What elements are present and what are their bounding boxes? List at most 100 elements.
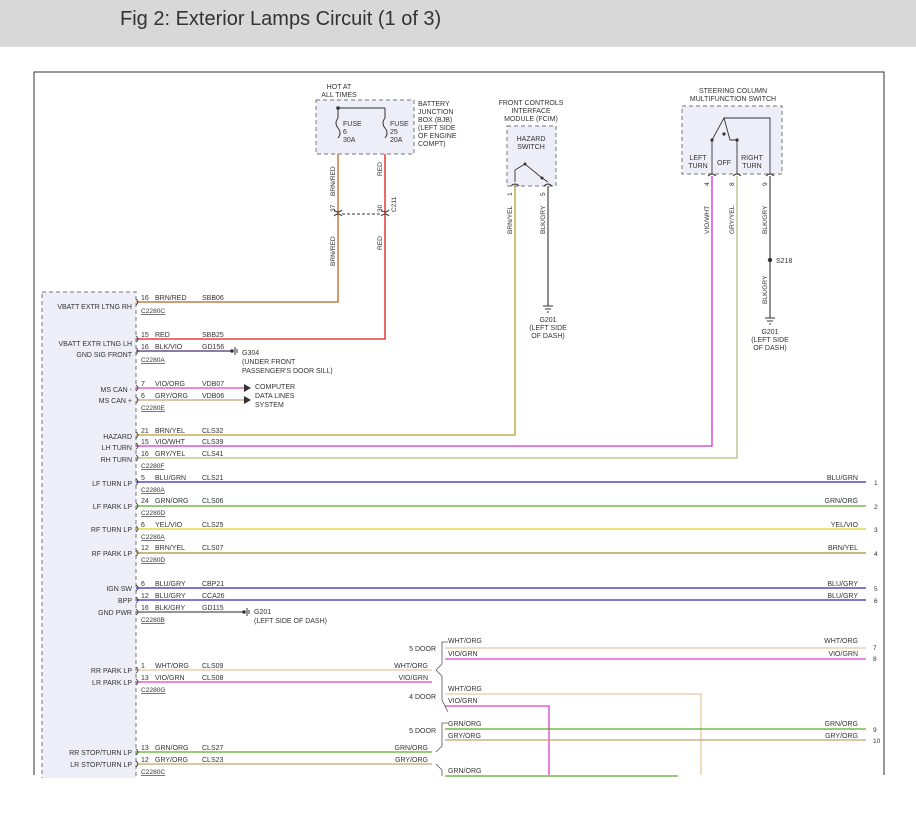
g201-right-label-1: G201 — [761, 329, 778, 336]
page-header: Fig 2: Exterior Lamps Circuit (1 of 3) — [0, 0, 916, 47]
r7-pin: 15 — [141, 439, 149, 446]
right-turn-label-2: TURN — [742, 163, 761, 170]
r3-connector: C2280A — [141, 357, 165, 364]
d4-left-2: VIO/GRN — [448, 698, 478, 705]
d5a-right-1: WHT/ORG — [824, 638, 858, 645]
r14-right-color: BLU/GRY — [827, 593, 858, 600]
r18-circuit: CLS27 — [202, 745, 224, 752]
number-10: 10 — [873, 738, 881, 745]
pin-label-lr-stop-turn-lp: LR STOP/TURN LP — [70, 762, 132, 769]
fuse-25-symbol — [382, 117, 388, 139]
r10-right-color: GRN/ORG — [825, 498, 858, 505]
body-control-module — [41, 291, 137, 783]
bottom-grn-org-label: GRN/ORG — [448, 768, 481, 775]
r11-circuit: CLS25 — [202, 522, 224, 529]
fcim-label-2: INTERFACE — [511, 108, 551, 115]
r9-color: BLU/GRN — [155, 475, 186, 482]
r6-pin: 21 — [141, 428, 149, 435]
r3-pin: 16 — [141, 344, 149, 351]
r12-circuit: CLS07 — [202, 545, 224, 552]
wire-gry-yel — [136, 176, 738, 459]
computer-label-1: COMPUTER — [255, 384, 295, 391]
steering-column-switch — [681, 105, 783, 177]
wire-label-brn-red-top: BRN/RED — [330, 166, 337, 196]
sc-pin-4-label: 4 — [704, 182, 711, 186]
steering-label-2: MULTIFUNCTION SWITCH — [690, 96, 776, 103]
pin-label-ms-can-minus: MS CAN - — [101, 387, 133, 394]
r5-pin: 6 — [141, 393, 145, 400]
wire-brn-red — [136, 137, 339, 303]
hazard-switch-label-1: HAZARD — [517, 136, 546, 143]
computer-label-2: DATA LINES — [255, 393, 295, 400]
module-pin-labels: VBATT EXTR LTNG RH VBATT EXTR LTNG LH GN… — [57, 304, 132, 769]
pin-label-hazard: HAZARD — [103, 434, 132, 441]
r17-circuit: CLS08 — [202, 675, 224, 682]
right-turn-label-1: RIGHT — [741, 155, 764, 162]
r5-connector: C2280E — [141, 405, 165, 412]
r14-number: 6 — [874, 598, 878, 605]
connector-c211-label: C211 — [391, 196, 398, 212]
g201-mid-label-3: OF DASH) — [531, 333, 564, 340]
r12-color: BRN/YEL — [155, 545, 185, 552]
pin-label-bpp: BPP — [118, 598, 132, 605]
r1-pin: 16 — [141, 295, 149, 302]
door5-a-label: 5 DOOR — [409, 646, 436, 653]
fuse-25-label-3: 20A — [390, 137, 403, 144]
d5b-right-1: GRN/ORG — [825, 721, 858, 728]
splice-s218-label: S218 — [776, 258, 792, 265]
bracket-4door — [435, 669, 449, 713]
ground-g201-right-symbol — [765, 317, 775, 325]
r19-pin: 12 — [141, 757, 149, 764]
r17-color: VIO/GRN — [155, 675, 185, 682]
fcim-label-1: FRONT CONTROLS — [499, 100, 564, 107]
r13-number: 5 — [874, 586, 878, 593]
wire-label-blk-gry-s218: BLK/GRY — [762, 275, 769, 304]
g201-low-label-2: (LEFT SIDE OF DASH) — [254, 618, 327, 625]
pin-label-lf-park-lp: LF PARK LP — [93, 504, 132, 511]
r4-pin: 7 — [141, 381, 145, 388]
d5a-right-2: VIO/GRN — [828, 651, 858, 658]
r2-pin: 15 — [141, 332, 149, 339]
bjb-label-2: JUNCTION — [418, 109, 453, 116]
number-9: 9 — [873, 727, 877, 734]
pin-label-vbatt-lh: VBATT EXTR LTNG LH — [58, 341, 132, 348]
r8-circuit: CLS41 — [202, 451, 224, 458]
r16-pin: 1 — [141, 663, 145, 670]
r17-end-color: VIO/GRN — [398, 675, 428, 682]
r9-circuit: CLS21 — [202, 475, 224, 482]
sc-pin-9-label: 9 — [762, 182, 769, 186]
r9-connector: C2280A — [141, 487, 165, 494]
r18-color: GRN/ORG — [155, 745, 188, 752]
pin-label-gnd-sig-front: GND SIG FRONT — [76, 352, 132, 359]
wire-label-red-bottom: RED — [377, 236, 384, 250]
g304-label-2: (UNDER FRONT — [242, 359, 296, 366]
r1-circuit: SBB06 — [202, 295, 224, 302]
r10-number: 2 — [874, 504, 878, 511]
pin-label-rr-park-lp: RR PARK LP — [91, 668, 132, 675]
fcim-label-3: MODULE (FCIM) — [504, 116, 558, 123]
row-labels: 16 BRN/RED SBB06 C2280C 15 RED SBB25 16 … — [141, 295, 881, 776]
fuse-6-symbol — [335, 117, 341, 139]
r15-pin: 16 — [141, 605, 149, 612]
steering-label-1: STEERING COLUMN — [699, 88, 767, 95]
door4-label: 4 DOOR — [409, 694, 436, 701]
bottom-whitespace — [0, 778, 916, 814]
wire-brn-yel-fcim — [136, 185, 516, 436]
d5b-left-2: GRY/ORG — [448, 733, 481, 740]
r11-connector: C2280A — [141, 534, 165, 541]
r16-color: WHT/ORG — [155, 663, 189, 670]
pin-label-lr-park-lp: LR PARK LP — [92, 680, 132, 687]
r11-color: YEL/VIO — [155, 522, 183, 529]
d5b-left-1: GRN/ORG — [448, 721, 481, 728]
r19-color: GRY/ORG — [155, 757, 188, 764]
diagram-frame — [33, 71, 885, 775]
r12-pin: 12 — [141, 545, 149, 552]
number-8: 8 — [873, 656, 877, 663]
door5-b-label: 5 DOOR — [409, 728, 436, 735]
r11-right-color: YEL/VIO — [831, 522, 859, 529]
r13-color: BLU/GRY — [155, 581, 186, 588]
splice-s218-dot — [767, 257, 773, 263]
bjb-label-3: BOX (BJB) — [418, 117, 452, 124]
module-connector-arcs — [135, 298, 139, 768]
r7-color: VIO/WHT — [155, 439, 186, 446]
